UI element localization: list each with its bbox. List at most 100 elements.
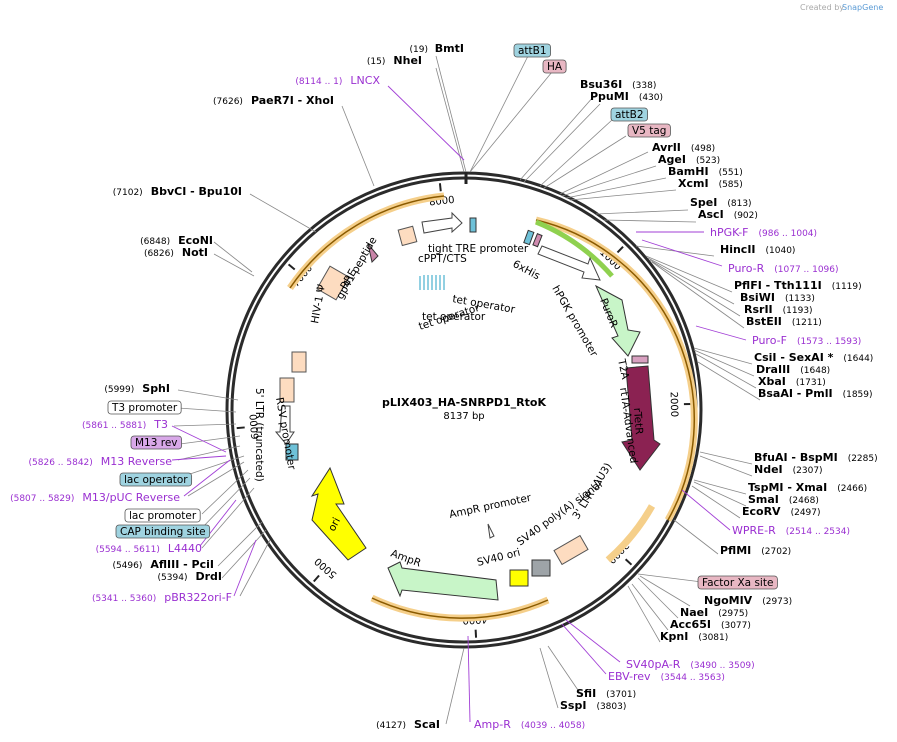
enzyme-name: PaeR7I - XhoI [251,94,334,107]
enzyme-site: (430) [639,93,663,103]
tick-label: 2000 [668,392,680,418]
enzyme-site: (3803) [596,702,626,712]
enzyme-site: (1193) [783,306,813,316]
primer-labels: LNCX(8114 .. 1)hPGK-F(986 .. 1004)Puro-R… [10,74,861,731]
feature-label: tight TRE promoter [428,243,529,255]
feature-label: AmpR promoter [448,492,533,521]
primer-name: pBR322ori-F [164,591,232,604]
enzyme-name: NotI [182,246,208,259]
enzyme-site: (3081) [698,633,728,643]
feature-label: RSV promoter [273,396,298,471]
plasmid-name: pLIX403_HA-SNRPD1_RtoK [382,396,546,409]
boxed-label: lac operator [119,472,193,487]
primer-name: WPRE-R [732,524,776,537]
svg-text:Factor Xa site: Factor Xa site [702,577,773,589]
primer-name: Puro-F [752,334,787,347]
primer-range: (986 .. 1004) [758,229,817,239]
enzyme-site: (1040) [766,246,796,256]
enzyme-name: EcoRV [742,505,781,518]
svg-text:V5 tag: V5 tag [632,125,666,137]
enzyme-site: (2468) [789,496,819,506]
primer-name: EBV-rev [608,670,651,683]
enzyme-name: NheI [393,54,422,67]
primer-range: (3490 .. 3509) [690,661,754,671]
enzyme-site: (1211) [792,318,822,328]
enzyme-site: (4127) [376,721,406,731]
enzyme-name: BsaAI - PmlI [758,387,833,400]
enzyme-name: BsiWI [740,291,775,304]
tick-mark [287,263,296,271]
boxed-label: Factor Xa site [697,575,778,590]
svg-text:M13 rev: M13 rev [135,437,178,449]
enzyme-site: (1133) [785,294,815,304]
enzyme-name: SspI [560,699,586,712]
enzyme-site: (2466) [837,484,867,494]
enzyme-site: (2497) [791,508,821,518]
enzyme-site: (1731) [796,378,826,388]
tick-mark [438,183,442,192]
enzyme-site: (1119) [832,282,862,292]
enzyme-site: (3701) [606,690,636,700]
feature-label: SV40 ori [476,547,522,569]
enzyme-site: (15) [367,57,385,67]
enzyme-name: NgoMIV [704,594,753,607]
enzyme-name: CsiI - SexAI * [754,351,834,364]
enzyme-site: (5496) [112,561,142,571]
primer-range: (5341 .. 5360) [92,594,156,604]
enzyme-site: (6848) [140,237,170,247]
feature-label: hPGK promoter [549,284,600,360]
boxed-label: HA [542,59,567,74]
enzyme-site: (1644) [843,354,873,364]
svg-text:CAP binding site: CAP binding site [120,526,206,538]
enzyme-site: (551) [719,168,743,178]
enzyme-site: (19) [410,45,428,55]
enzyme-name: Bsu36I [580,78,622,91]
enzyme-labels-right: BmtI(19)Bsu36I(338)PpuMI(430)AvrII(498)A… [410,42,878,712]
feature-label: T2A [615,357,631,381]
primer-name: Amp-R [474,718,511,731]
enzyme-name: KpnI [660,630,688,643]
enzyme-site: (2975) [718,609,748,619]
enzyme-name: AgeI [658,153,686,166]
boxed-label: lac promoter [124,508,201,523]
enzyme-name: NdeI [754,463,783,476]
enzyme-name: HincII [720,243,756,256]
orange-arcs [287,192,698,622]
enzyme-name: SpeI [690,196,717,209]
feature-shapes [274,211,661,601]
svg-text:attB2: attB2 [615,109,644,121]
enzyme-name: SmaI [748,493,779,506]
enzyme-name: SphI [142,382,170,395]
enzyme-labels-left: NheI(15)PaeR7I - XhoI(7626)BbvCI - Bpu10… [104,54,440,731]
enzyme-site: (2702) [761,547,791,557]
enzyme-name: XcmI [678,177,709,190]
enzyme-name: SfiI [576,687,596,700]
svg-text:T3 promoter: T3 promoter [111,402,178,414]
feature-label: cPPT/CTS [418,253,467,265]
enzyme-site: (902) [734,211,758,221]
enzyme-site: (2973) [762,597,792,607]
primer-range: (5861 .. 5881) [82,421,146,431]
enzyme-name: PflMI [720,544,751,557]
primer-range: (4039 .. 4058) [521,721,585,731]
boxed-label: CAP binding site [115,524,211,539]
leader-lines [173,55,761,725]
boxed-label: attB1 [513,43,551,58]
enzyme-site: (498) [691,144,715,154]
feature-label: 6xHis [511,258,542,282]
tet-operator-stripes [419,275,445,290]
enzyme-site: (523) [696,156,720,166]
enzyme-name: BmtI [435,42,464,55]
enzyme-name: BamHI [668,165,709,178]
enzyme-site: (5394) [158,573,188,583]
enzyme-site: (5999) [104,385,134,395]
primer-leader-lines [171,85,747,723]
credit-label: Created by [800,3,844,12]
enzyme-name: EcoNI [178,234,213,247]
primer-name: M13 Reverse [101,455,172,468]
svg-text:attB1: attB1 [518,45,547,57]
boxed-label: attB2 [610,107,648,122]
enzyme-site: (7626) [213,97,243,107]
primer-range: (5807 .. 5829) [10,494,74,504]
